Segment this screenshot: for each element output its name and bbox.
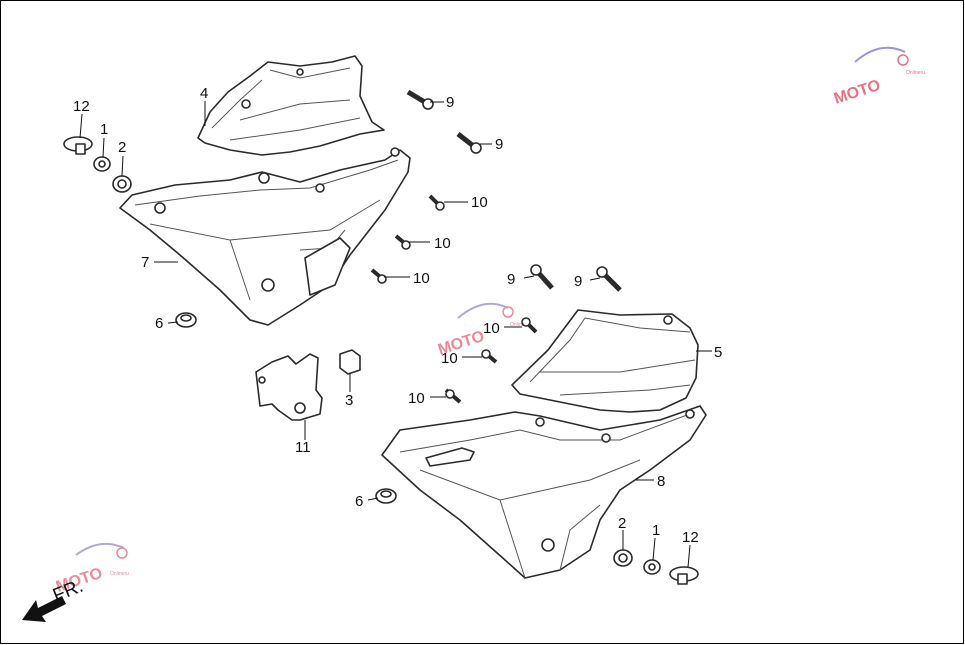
callout-7: 7 — [141, 254, 149, 271]
part-4-inner-panel — [197, 55, 385, 156]
part-6-grommet-right — [375, 488, 397, 504]
part-12-rivet-right — [669, 566, 699, 585]
callout-10-c: 10 — [413, 270, 430, 287]
callout-8: 8 — [657, 473, 665, 490]
part-7-left-side-cover — [119, 147, 411, 326]
callout-6-right: 6 — [355, 493, 363, 510]
leader-lines — [79, 101, 712, 568]
callout-1-right: 1 — [652, 522, 660, 539]
part-10-bolt-f — [444, 388, 462, 404]
part-12-rivet-left — [63, 136, 93, 155]
callout-10-d: 10 — [483, 320, 500, 337]
part-9-screw-a — [406, 89, 434, 110]
part-9-screw-c — [530, 264, 554, 290]
callout-labels: 12 1 2 4 9 9 10 10 10 7 6 3 11 9 9 10 10… — [73, 85, 722, 546]
callout-9-c: 9 — [507, 271, 515, 288]
callout-10-a: 10 — [471, 194, 488, 211]
callout-4: 4 — [200, 85, 208, 102]
svg-text:MOTO: MOTO — [832, 77, 883, 108]
callout-12-right: 12 — [682, 529, 699, 546]
callout-9-a: 9 — [446, 94, 454, 111]
part-10-bolt-d — [521, 317, 538, 334]
part-2-collar-right — [613, 549, 633, 567]
part-10-bolt-c — [370, 268, 387, 284]
part-6-grommet-left — [175, 312, 197, 328]
part-1-washer-left — [93, 156, 111, 172]
part-2-collar-left — [112, 175, 132, 193]
callout-9-b: 9 — [495, 136, 503, 153]
part-11-bracket — [255, 353, 323, 421]
callout-9-d: 9 — [574, 273, 582, 290]
part-10-bolt-b — [394, 234, 411, 250]
part-9-screw-d — [596, 266, 622, 292]
part-1-washer-right — [643, 559, 661, 575]
callout-2-left: 2 — [118, 139, 126, 156]
callout-3: 3 — [345, 392, 353, 409]
watermark-top-right: MOTO Onlineru — [832, 46, 925, 108]
part-10-bolt-e — [481, 349, 498, 364]
callout-10-b: 10 — [434, 235, 451, 252]
part-9-screw-b — [456, 132, 482, 154]
part-5-inner-panel-right — [511, 309, 699, 413]
callout-10-e: 10 — [441, 350, 458, 367]
part-3-clip-nut — [339, 349, 361, 375]
callout-11: 11 — [295, 439, 311, 456]
svg-text:Onlineru: Onlineru — [110, 571, 129, 577]
svg-text:Onlineru: Onlineru — [510, 322, 529, 328]
callout-12-left: 12 — [73, 98, 90, 115]
callout-2-right: 2 — [618, 515, 626, 532]
front-arrow-icon — [22, 596, 66, 622]
callout-5: 5 — [714, 344, 722, 361]
callout-1-left: 1 — [100, 121, 108, 138]
part-10-bolt-a — [428, 194, 445, 211]
svg-text:Onlineru: Onlineru — [906, 70, 925, 76]
callout-10-f: 10 — [408, 390, 425, 407]
part-8-right-side-cover — [381, 405, 707, 579]
callout-6-left: 6 — [155, 315, 163, 332]
